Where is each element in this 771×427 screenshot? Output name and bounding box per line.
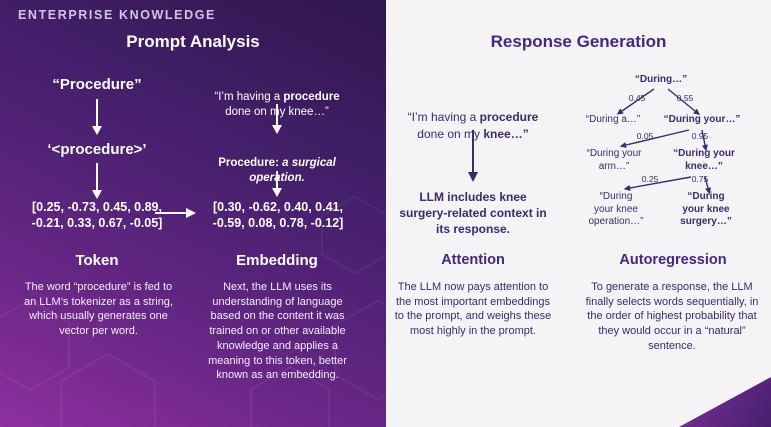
down-arrow-icon [92, 163, 102, 199]
response-generation-title: Response Generation [490, 32, 667, 51]
probability-label: 0.75 [691, 174, 709, 184]
definition-term: Procedure: [218, 156, 283, 169]
tree-node-l2-left: “During your arm…” [586, 148, 642, 172]
token-heading: Token [75, 252, 119, 269]
attention-result: LLM includes knee surgery-related contex… [399, 190, 547, 237]
right-arrow-icon [155, 208, 196, 218]
token-vector: [0.25, -0.73, 0.45, 0.89, -0.21, 0.33, 0… [31, 200, 163, 230]
prompt-analysis-title: Prompt Analysis [126, 32, 260, 51]
tree-node-l1-right: “During your…” [663, 114, 741, 125]
sentence-text: done on my knee…” [225, 106, 329, 119]
down-arrow-icon [272, 104, 282, 134]
sentence-bold-word: procedure [479, 109, 539, 124]
tree-arrows [616, 88, 711, 195]
tree-node-l2-right: “During your knee…” [673, 148, 735, 172]
autoregression-heading: Autoregression [619, 252, 727, 268]
attention-heading: Attention [441, 252, 505, 268]
token-word: “Procedure” [52, 76, 142, 93]
token-description: The word “procedure” is fed to an LLM’s … [24, 281, 173, 338]
down-arrow-icon [272, 171, 282, 197]
probability-label: 0.55 [676, 93, 694, 103]
hexagon-pattern [0, 0, 386, 427]
sentence-text: “I’m having a [407, 109, 480, 124]
down-arrow-icon [468, 130, 478, 182]
probability-label: 0.45 [628, 93, 646, 103]
embedding-vector: [0.30, -0.62, 0.40, 0.41, -0.59, 0.08, 0… [212, 200, 344, 230]
autoregression-description: To generate a response, the LLM finally … [585, 281, 759, 352]
probability-label: 0.95 [691, 131, 709, 141]
tree-node-l3-right: “During your knee surgery…” [680, 191, 732, 227]
sentence-bold-word: procedure [283, 90, 340, 103]
tree-node-l1-left: “During a…” [585, 114, 641, 125]
down-arrow-icon [92, 99, 102, 135]
autoregression-tree: “During…” 0.45 0.55 “During a…” “During … [575, 74, 771, 244]
enterprise-knowledge-label: ENTERPRISE KNOWLEDGE [18, 8, 216, 22]
embedding-description: Next, the LLM uses its understanding of … [208, 281, 347, 382]
token-string: ‘<procedure>’ [47, 141, 147, 158]
sentence-bold-word: knee…” [483, 126, 529, 141]
embedding-sentence: “I’m having a procedure done on my knee…… [197, 74, 357, 121]
response-generation-panel [386, 0, 771, 427]
tree-node-l3-left: “During your knee operation…” [588, 191, 644, 227]
tree-root-node: “During…” [634, 74, 688, 85]
probability-label: 0.25 [641, 174, 659, 184]
sentence-text: “I’m having a [214, 90, 284, 103]
attention-description: The LLM now pays attention to the most i… [394, 281, 552, 338]
embedding-heading: Embedding [236, 252, 318, 269]
probability-label: 0.05 [636, 131, 654, 141]
